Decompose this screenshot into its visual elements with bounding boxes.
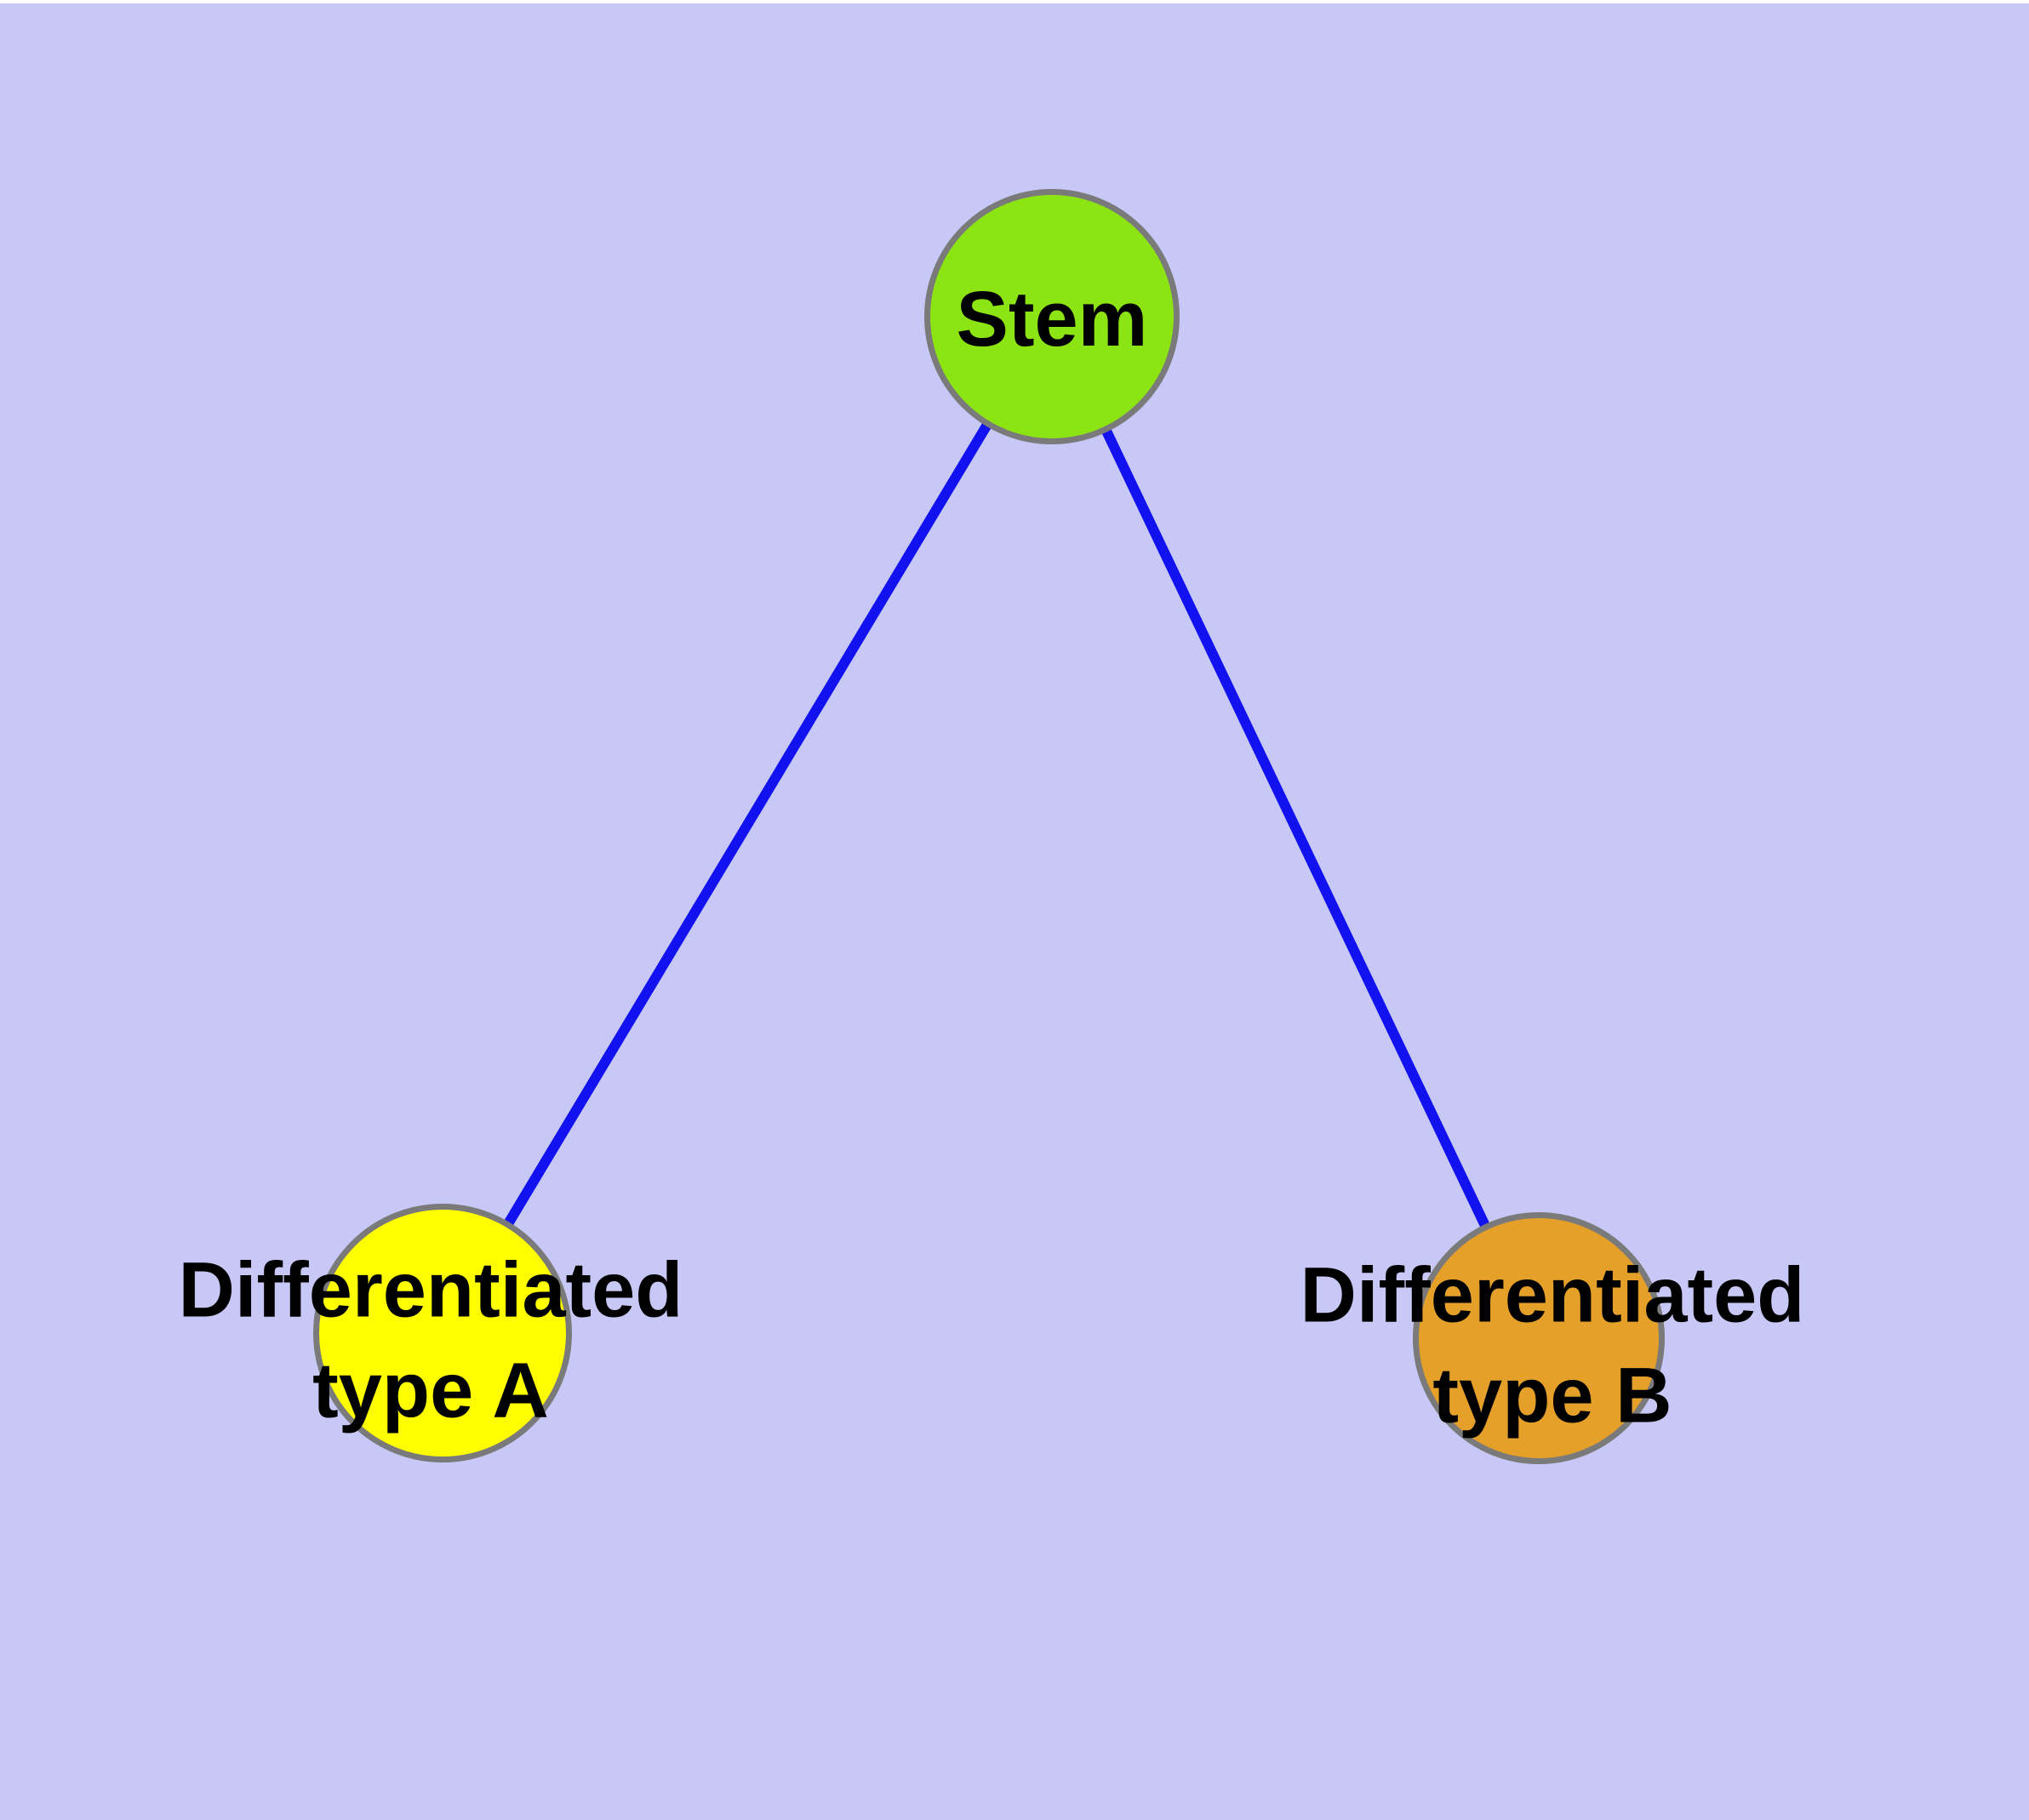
node-stem-label: Stem — [957, 270, 1148, 370]
node-differentiated-type-a-label: Differentiated type A — [179, 1240, 683, 1441]
top-edge-strip — [0, 0, 2029, 3]
node-differentiated-type-b — [1413, 1212, 1665, 1464]
edge-stem-to-differentiated-type-a — [437, 313, 1057, 1336]
node-differentiated-type-b-label: Differentiated type B — [1300, 1245, 1805, 1446]
node-label-line: Stem — [956, 276, 1148, 363]
edge-stem-to-differentiated-type-b — [1047, 314, 1544, 1341]
node-label-line: type B — [1432, 1352, 1672, 1439]
node-differentiated-type-a — [313, 1204, 572, 1462]
node-stem — [924, 189, 1180, 444]
node-label-line: Differentiated — [1300, 1251, 1805, 1339]
edges-layer — [437, 313, 1544, 1341]
node-label-line: Differentiated — [178, 1246, 683, 1334]
node-label-line: type A — [312, 1347, 549, 1434]
